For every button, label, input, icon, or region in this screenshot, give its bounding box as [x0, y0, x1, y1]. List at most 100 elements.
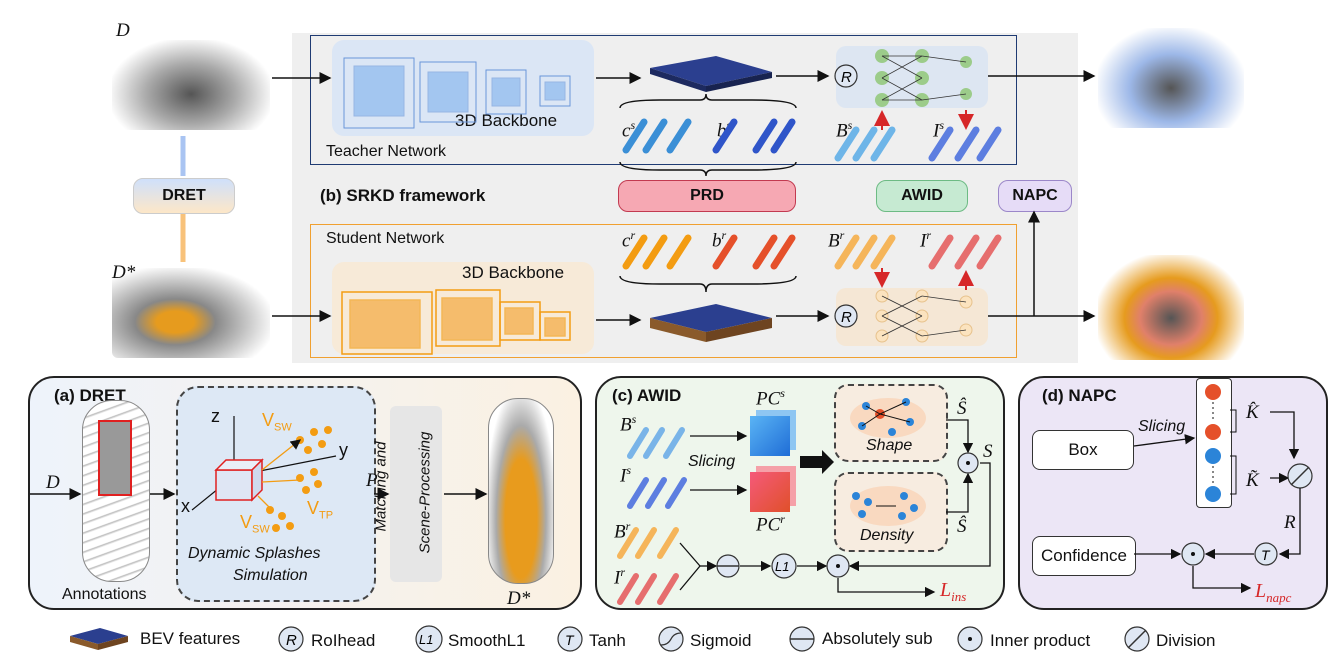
legend-tanh-icon: T [557, 626, 583, 652]
svg-text:T: T [565, 632, 575, 648]
k-tilde-label: K̃ [1246, 470, 1259, 491]
teacher-bev-features [650, 56, 772, 92]
legend-smoothl1-icon: L1 [415, 625, 443, 653]
legend-roihead-label: RoIhead [311, 631, 376, 650]
big-arrow [800, 450, 834, 474]
napc-tanh-icon: T [1254, 542, 1278, 566]
confidence-input: Confidence [1032, 536, 1136, 576]
student-feature-bars [622, 234, 1002, 270]
feature-Br-label: Br [828, 228, 845, 252]
feature-br-label: br [712, 228, 727, 252]
awid-Is-label: Is [620, 463, 631, 487]
svg-text:L1: L1 [419, 632, 433, 647]
legend-inner-product-label: Inner product [990, 631, 1091, 650]
student-network-label: Student Network [326, 230, 445, 247]
student-backbone-cubes [341, 289, 571, 355]
awid-module: AWID [876, 180, 968, 212]
l-napc-loss: Lnapc [1255, 580, 1292, 605]
feature-cr-label: cr [622, 228, 636, 252]
legend-inner-product-icon [957, 626, 983, 652]
legend-smoothl1-label: SmoothL1 [448, 631, 526, 650]
panel-c-title: (c) AWID [612, 386, 682, 405]
axis-x-label: x [181, 496, 190, 516]
splash-cube [214, 458, 264, 502]
feature-Ir-label: Ir [920, 228, 931, 252]
matching-box [390, 406, 442, 582]
input-d-star-label: D* [112, 262, 136, 283]
napc-slicing-label: Slicing [1138, 418, 1186, 435]
feature-Bs-label: Bs [836, 118, 853, 142]
prd-module: PRD [618, 180, 796, 212]
awid-Bs-label: Bs [620, 412, 637, 436]
panel-a-d-label: D [46, 472, 60, 493]
legend-tanh-label: Tanh [589, 631, 626, 650]
napc-division-icon [1287, 463, 1313, 489]
student-network-box [310, 224, 1017, 358]
annotations-label: Annotations [62, 586, 147, 603]
svg-text:T: T [1261, 547, 1271, 563]
panel-a-p-label: P [366, 470, 378, 491]
pcs-cube [750, 416, 790, 456]
feature-Is-label: Is [933, 118, 944, 142]
splash-points [266, 426, 332, 532]
awid-Br-label: Br [614, 519, 631, 543]
student-output-point-cloud [1098, 255, 1244, 360]
legend-division-label: Division [1156, 631, 1216, 650]
student-backbone-label: 3D Backbone [462, 263, 565, 282]
input-d-label: D [116, 20, 130, 41]
student-bev-features [650, 304, 772, 342]
teacher-network-box [310, 35, 1017, 165]
s-hat-top-label: Ŝ [957, 398, 967, 419]
teacher-roi-network [836, 46, 988, 108]
student-nn-edges [881, 295, 967, 337]
vsw-bottom-label: VSW [240, 512, 270, 536]
awid-smoothl1-icon: L1 [771, 553, 797, 579]
s-label: S [983, 441, 993, 462]
legend-sigmoid-label: Sigmoid [690, 631, 752, 650]
napc-vector-dots [1205, 384, 1221, 502]
teacher-output-point-cloud [1098, 28, 1244, 128]
input-point-cloud-d [112, 40, 270, 130]
teacher-backbone-cubes [343, 57, 571, 129]
pcs-label: PCs [756, 386, 785, 410]
svg-text:L1: L1 [775, 559, 789, 574]
s-hat-bottom-label: Ŝ [957, 516, 967, 537]
axis-y-label: y [339, 440, 348, 460]
teacher-roihead-icon: R [834, 64, 858, 88]
awid-slicing-label: Slicing [688, 453, 736, 470]
teacher-network-label: Teacher Network [326, 143, 447, 160]
student-brace [619, 275, 797, 293]
awid-absolute-sub-icon [716, 554, 740, 578]
awid-inner-product-top [957, 452, 979, 474]
svg-text:R: R [841, 309, 852, 326]
teacher-feature-bars [622, 118, 1002, 162]
legend-sigmoid-icon [658, 626, 684, 652]
pcr-cube [750, 472, 790, 512]
napc-inner-product-icon [1181, 542, 1205, 566]
l-ins-loss: Lins [940, 579, 967, 604]
axis-z-label: z [211, 406, 220, 426]
framework-title: (b) SRKD framework [320, 186, 486, 205]
student-roihead-icon: R [834, 304, 858, 328]
splash-caption-line1: Dynamic Splashes [188, 545, 321, 562]
vsw-top-label: VSW [262, 410, 292, 434]
napc-module: NAPC [998, 180, 1072, 212]
teacher-brace [619, 161, 797, 177]
legend-absolute-sub-icon [789, 626, 815, 652]
vtp-label: VTP [307, 498, 334, 522]
pcr-label: PCr [756, 512, 785, 536]
awid-Ir-label: Ir [614, 565, 625, 589]
legend-bev-feature-icon [70, 628, 128, 650]
splash-caption-line2: Simulation [233, 567, 308, 584]
student-roi-network [836, 288, 988, 346]
panel-d-title: (d) NAPC [1042, 386, 1117, 405]
svg-text:R: R [841, 69, 852, 86]
dret-module: DRET [133, 178, 235, 214]
shape-label: Shape [866, 437, 913, 454]
box-input: Box [1032, 430, 1134, 470]
legend-bev-label: BEV features [140, 629, 241, 648]
legend-absolute-sub-label: Absolutely sub [822, 629, 933, 648]
k-hat-label: K̂ [1246, 402, 1259, 423]
teacher-backbone-label: 3D Backbone [455, 111, 558, 130]
